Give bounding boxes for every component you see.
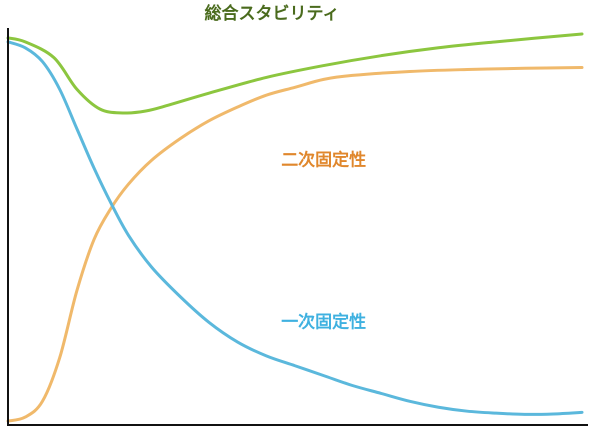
series-line-total-stability bbox=[6, 32, 584, 115]
series-label-total-stability: 総合スタビリティ bbox=[205, 3, 340, 24]
series-lines bbox=[6, 32, 584, 423]
series-label-secondary-stability: 二次固定性 bbox=[281, 149, 366, 170]
series-line-primary-stability bbox=[6, 40, 584, 416]
series-line-secondary-stability bbox=[6, 66, 584, 423]
series-label-primary-stability: 一次固定性 bbox=[281, 311, 366, 332]
